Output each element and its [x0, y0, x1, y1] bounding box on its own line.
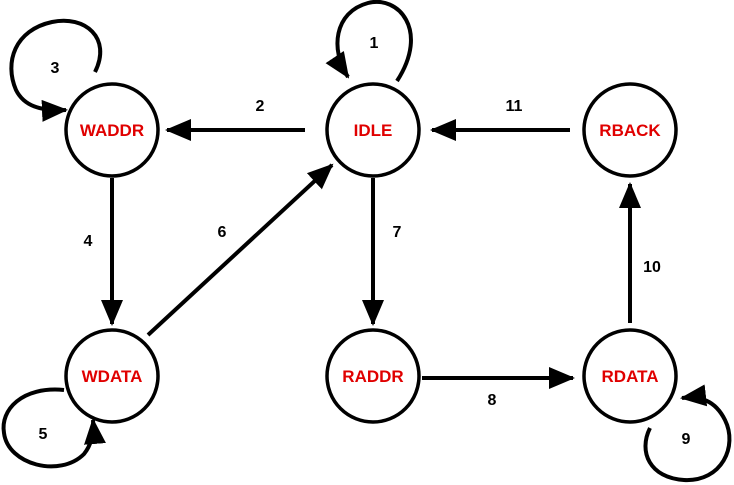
transition-edge-3 — [9, 18, 103, 122]
transition-label-10: 10 — [643, 259, 661, 276]
transition-label-8: 8 — [488, 392, 497, 409]
transition-label-2: 2 — [256, 98, 265, 115]
state-waddr: WADDR — [64, 82, 160, 178]
state-idle-circle — [325, 82, 421, 178]
transition-edge-5 — [1, 387, 106, 469]
state-rback: RBACK — [582, 82, 678, 178]
state-raddr-label: RADDR — [342, 367, 403, 386]
state-waddr-label: WADDR — [80, 121, 144, 140]
transition-label-5: 5 — [39, 426, 48, 443]
state-idle-label: IDLE — [354, 121, 393, 140]
state-rdata-circle — [582, 328, 678, 424]
transition-edge-6 — [146, 163, 334, 337]
transition-label-1: 1 — [370, 35, 379, 52]
transition-label-11: 11 — [506, 98, 523, 115]
transition-label-7: 7 — [393, 224, 402, 241]
state-rback-circle — [582, 82, 678, 178]
transition-label-4: 4 — [84, 233, 93, 250]
transition-edge-9 — [643, 384, 732, 483]
state-raddr: RADDR — [325, 328, 421, 424]
transition-label-3: 3 — [51, 60, 60, 77]
state-waddr-circle — [64, 82, 160, 178]
state-raddr-circle — [325, 328, 421, 424]
state-rdata-label: RDATA — [602, 367, 659, 386]
transition-label-6: 6 — [218, 224, 227, 241]
state-wdata-label: WDATA — [82, 367, 143, 386]
transition-label-9: 9 — [682, 431, 691, 448]
state-idle: IDLE — [325, 82, 421, 178]
state-wdata: WDATA — [64, 328, 160, 424]
transition-edge-1 — [325, 0, 413, 83]
state-rback-label: RBACK — [599, 121, 661, 140]
state-rdata: RDATA — [582, 328, 678, 424]
state-wdata-circle — [64, 328, 160, 424]
